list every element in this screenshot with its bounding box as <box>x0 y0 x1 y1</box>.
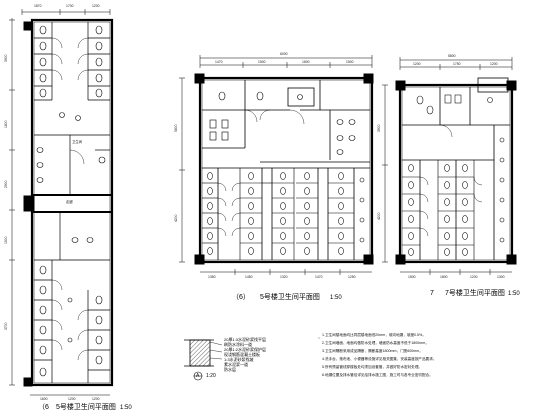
left-floor-plan <box>9 9 114 396</box>
dim-mid-bottom-4: 1470 <box>315 275 323 279</box>
middle-floor-plan <box>179 55 374 275</box>
right-plan-mark: 7 <box>430 290 434 297</box>
dim-left-bottom-3: 1200 <box>92 397 100 401</box>
dim-right-bottom-2: 1800 <box>440 275 448 279</box>
note-1: 1.卫生间楼地面均比同层楼地面低20mm，坡向地漏，坡度0.5%。 <box>322 333 426 337</box>
note-3: 3.卫生间隔断采用成品隔断，隔断高度1800mm，门宽600mm。 <box>322 349 423 353</box>
dim-right-top-total: 5800 <box>448 54 456 58</box>
detail-a-line-3: 20厚1:2水泥砂浆保护层 <box>224 347 267 352</box>
room-label-lobby: 卫生间 <box>72 140 83 144</box>
dim-mid-side-2: 4200 <box>174 214 178 222</box>
dim-right-top-1: 1200 <box>413 62 421 66</box>
right-floor-plan <box>382 57 517 275</box>
dim-mid-bottom-3: 1320 <box>280 275 288 279</box>
detail-a-line-1: 20厚1:3水泥砂浆找平层 <box>224 337 267 342</box>
dim-mid-bottom-5: 1250 <box>348 275 356 279</box>
dim-mid-top-2: 1500 <box>258 60 266 64</box>
detail-a-scale: 1:20 <box>206 373 216 379</box>
detail-a-section <box>184 339 223 381</box>
dim-left-bottom-2: 1200 <box>68 397 76 401</box>
detail-a-line-7: 防水层 <box>224 367 236 372</box>
dim-right-side-1: 3900 <box>377 124 381 132</box>
note-5: 5.所有预留管线穿楼板处均须加设套管，并做好防水密封处理。 <box>322 365 423 369</box>
dim-left-side-5: 3700 <box>4 322 8 330</box>
detail-a-line-4: 现浇钢筋混凝土楼板 <box>224 352 260 357</box>
dim-left-bottom-1: 1600 <box>40 397 48 401</box>
dim-left-top-1: 1870 <box>34 4 42 8</box>
detail-a-mark: A <box>196 373 200 379</box>
dim-left-side-4: 1500 <box>4 236 8 244</box>
note-2: 2.卫生间墙面、地面均做防水处理，墙面防水高度不低于1800mm。 <box>322 341 429 345</box>
right-plan-title: 7号楼卫生间平面图 <box>445 290 505 297</box>
dim-right-top-3: 1200 <box>490 62 498 66</box>
dim-right-top-2: 1750 <box>453 62 461 66</box>
dim-right-bottom-4: 1300 <box>497 275 505 279</box>
dim-left-side-1: 3900 <box>4 54 8 62</box>
dim-left-top-2: 1700 <box>66 4 74 8</box>
detail-a-line-6: 素水泥浆一道 <box>224 362 248 367</box>
dim-left-top-3: 1200 <box>92 4 100 8</box>
note-4: 4.洗手台、拖布池、小便器等设施详见相关图集，安装高度按产品要求。 <box>322 357 437 361</box>
note-6: 6.地漏位置及排水管径详见给排水施工图，施工时与各专业密切配合。 <box>322 373 433 377</box>
dim-mid-top-4: 1500 <box>346 60 354 64</box>
dim-mid-top-1: 1470 <box>215 60 223 64</box>
dim-mid-top-3: 1600 <box>302 60 310 64</box>
left-plan-scale: 1:50 <box>120 405 132 411</box>
detail-a-line-5: 1:3水泥砂浆找坡 <box>224 357 254 362</box>
middle-plan-scale: 1:50 <box>330 295 342 301</box>
left-plan-title: 5号楼卫生间平面图 <box>56 404 116 411</box>
middle-plan-title: 5号楼卫生间平面图 <box>260 294 320 301</box>
dim-mid-bottom-1: 1350 <box>208 275 216 279</box>
dim-left-side-2: 1800 <box>4 120 8 128</box>
dim-right-bottom-1: 1500 <box>408 275 416 279</box>
dim-mid-side-1: 5800 <box>174 124 178 132</box>
detail-a-line-2: 刷防水涂料一道 <box>224 342 252 347</box>
left-plan-mark: （6 <box>38 404 49 411</box>
dim-mid-top-total: 6000 <box>280 52 288 56</box>
dim-right-bottom-3: 1200 <box>470 275 478 279</box>
dim-left-side-3: 2900 <box>4 180 8 188</box>
dim-right-side-2: 4200 <box>377 212 381 220</box>
room-label-corridor: 走廊 <box>66 200 73 204</box>
dim-mid-bottom-2: 1450 <box>245 275 253 279</box>
middle-plan-mark: （6） <box>232 294 250 301</box>
right-plan-scale: 1:50 <box>508 291 520 297</box>
